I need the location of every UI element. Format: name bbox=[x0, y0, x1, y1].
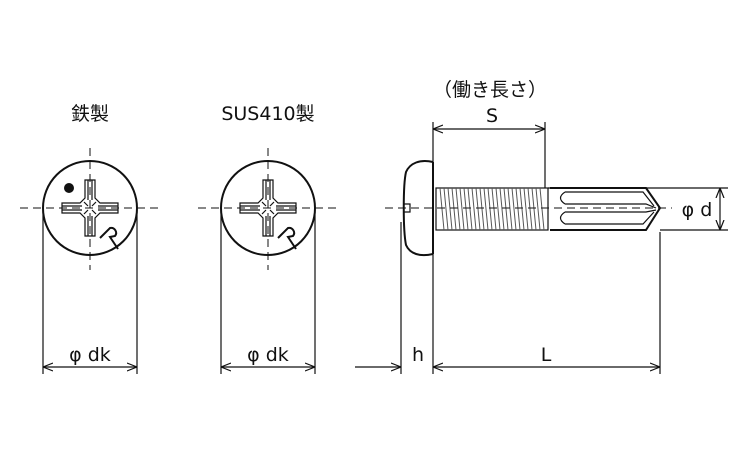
sus410-label: SUS410製 bbox=[221, 103, 314, 125]
s-label: S bbox=[486, 105, 498, 127]
steel-label: 鉄製 bbox=[71, 103, 109, 125]
front-view-steel: 鉄製 φ dk bbox=[20, 103, 160, 374]
phi-d-label: φ d bbox=[682, 199, 713, 221]
h-label: h bbox=[412, 344, 424, 366]
front-view-sus410: SUS410製 φ dk bbox=[198, 103, 338, 374]
phi-dk-label: φ dk bbox=[247, 344, 289, 366]
steel-mark-dot bbox=[64, 183, 74, 193]
side-view: （働き長さ） S φ d h L bbox=[355, 79, 728, 374]
p-mark bbox=[277, 226, 297, 250]
phi-dk-label: φ dk bbox=[69, 344, 111, 366]
working-length-label: （働き長さ） bbox=[433, 79, 547, 101]
p-mark bbox=[99, 226, 119, 250]
l-label: L bbox=[541, 344, 552, 366]
